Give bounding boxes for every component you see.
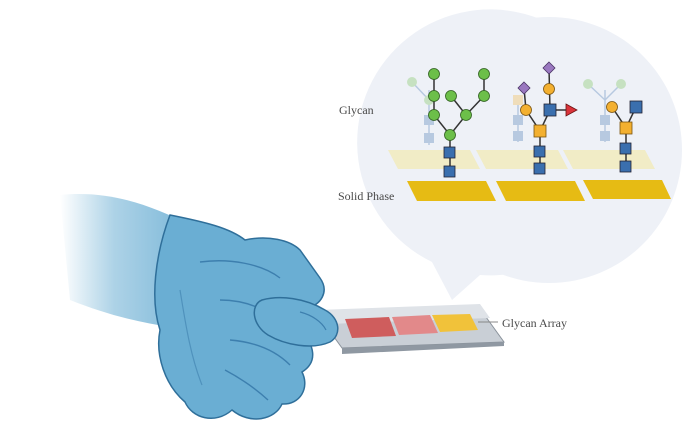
glycan-structure-icon [606, 100, 643, 173]
glove-thumb-icon [253, 296, 339, 347]
faded-solid-phase [388, 150, 655, 169]
solid-phase [407, 180, 671, 201]
solid-phase-label: Solid Phase [338, 189, 395, 203]
glycan-label: Glycan [339, 103, 374, 117]
glycan-structure-icon [517, 61, 578, 175]
faded-glycan-structures [407, 77, 626, 145]
glycan-array-label: Glycan Array [502, 316, 567, 330]
glycan-structure-icon [428, 68, 490, 178]
glove-hand-icon [60, 194, 325, 420]
glycan-array-slide-icon [315, 304, 505, 354]
